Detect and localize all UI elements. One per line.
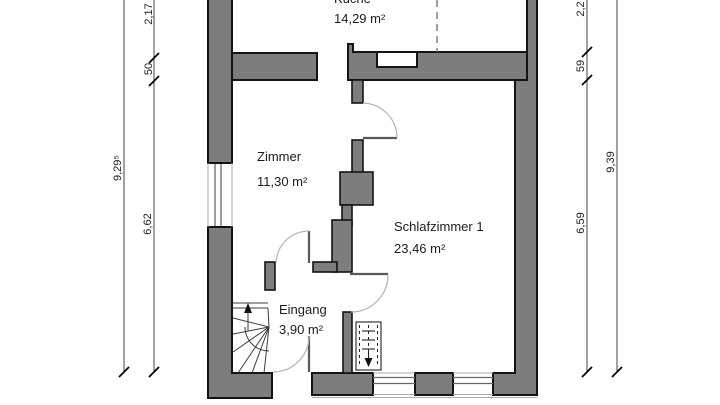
stairs-icon: [232, 302, 270, 374]
room-area-kueche: 14,29 m²: [334, 11, 386, 26]
wall-eingang-arm: [312, 261, 338, 273]
dimension-label: 2,2: [575, 1, 587, 16]
door-swing-arc: [362, 102, 398, 139]
dimension-ticks: [118, 46, 623, 378]
dimension-label: 6,59: [575, 212, 587, 233]
room-label-schlafzimmer-1: Schlafzimmer 1: [394, 219, 484, 234]
room-labels: Küche 14,29 m² Zimmer 11,30 m² Schlafzim…: [257, 0, 484, 337]
chimney-block: [339, 171, 374, 206]
dimension-label: 6,62: [142, 213, 154, 234]
door-swing-arc: [350, 274, 389, 313]
stair-arrow-head: [244, 303, 252, 313]
windows: [207, 163, 537, 398]
dimension-chains: 2,17 50 6,62 9,29⁵ 2,2 59 6,59 9,39: [112, 0, 623, 378]
room-area-eingang: 3,90 m²: [279, 322, 324, 337]
wall-stub-schlaf-door: [342, 311, 353, 374]
dimension-label: 2,17: [143, 3, 155, 24]
room-label-zimmer: Zimmer: [257, 149, 302, 164]
door-swing-arc: [272, 335, 310, 373]
room-label-eingang: Eingang: [279, 302, 327, 317]
room-label-kueche: Küche: [334, 0, 371, 6]
door-swing-arc: [275, 230, 310, 264]
dimension-label: 59: [575, 60, 587, 72]
wall-stair-jamb: [264, 261, 276, 291]
wall-left-upper: [207, 0, 233, 164]
doors: [272, 102, 398, 373]
wall-kueche-zimmer-stub: [231, 52, 318, 81]
room-area-schlafzimmer-1: 23,46 m²: [394, 241, 446, 256]
niche-opening: [376, 51, 418, 68]
dimension-label: 50: [143, 63, 155, 75]
dimension-label-total: 9,39: [605, 151, 617, 172]
wall-partition-base: [331, 219, 353, 273]
walls: [207, 0, 538, 399]
wall-bottom-pier: [414, 372, 454, 396]
dimension-label-total: 9,29⁵: [112, 155, 124, 181]
radiator-icon: [355, 321, 382, 371]
wall-partition-jamb-top: [351, 79, 364, 104]
wall-partition-mid: [351, 139, 364, 175]
radiator-flow-arrow: [364, 358, 373, 367]
room-area-zimmer: 11,30 m²: [257, 174, 308, 189]
wall-bottom-eingang: [311, 372, 374, 396]
wall-left-lower: [207, 226, 273, 399]
